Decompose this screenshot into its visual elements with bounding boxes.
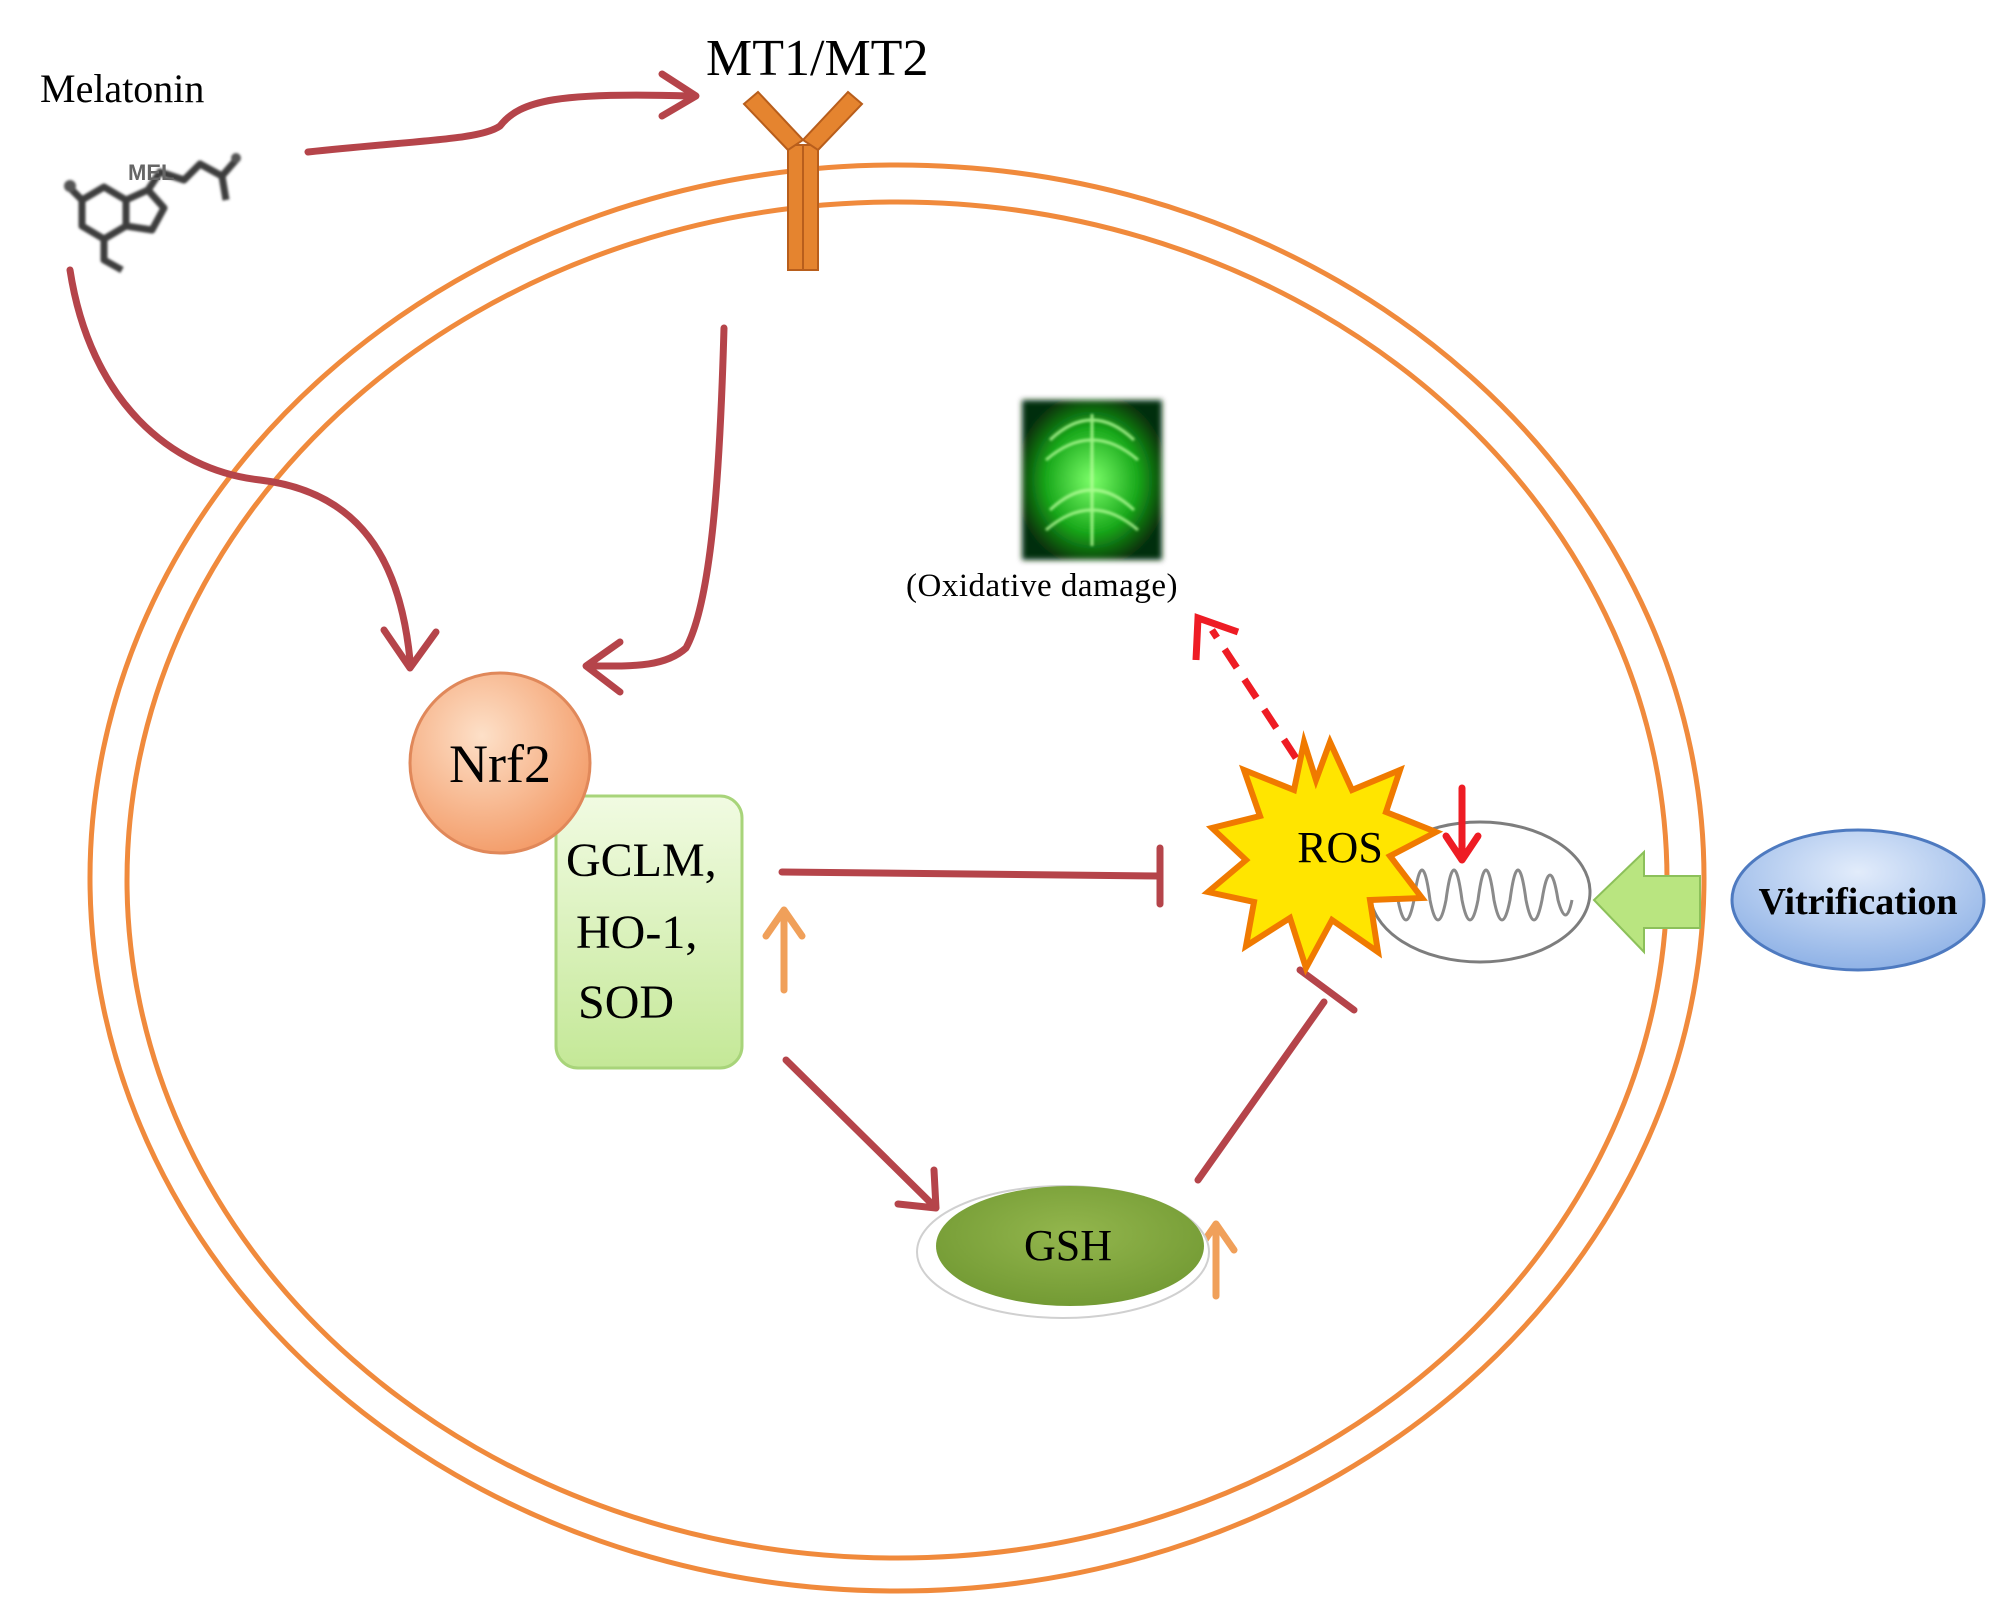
gene-sod-label: SOD [578, 976, 674, 1029]
nrf2-label: Nrf2 [449, 734, 551, 794]
mitochondrion-icon [1368, 820, 1592, 964]
genes-inhibit-ros [778, 844, 1164, 908]
mel-abbreviation: MEL [128, 160, 174, 185]
genes-upregulation-arrow-icon [762, 906, 806, 994]
ros-to-damage-arrow [1192, 613, 1299, 760]
gene-ho1-label: HO-1, [576, 906, 697, 959]
genes-to-gsh-arrow [782, 1056, 940, 1212]
y-shaped-receptor-icon [742, 90, 864, 271]
gene-gclm-label: GCLM, [566, 834, 717, 887]
melatonin-to-nrf2-arrow [66, 266, 440, 672]
melatonin-molecule-icon [64, 153, 241, 274]
spindle-fluorescence-icon [1022, 400, 1162, 560]
melatonin-to-receptor-arrow [304, 70, 700, 156]
vitrification-label: Vitrification [1758, 881, 1957, 923]
vitrification-node [1730, 828, 1986, 972]
ros-burst [1201, 730, 1444, 976]
nrf2-node [408, 671, 592, 855]
vitrification-arrow-icon [1592, 849, 1701, 955]
receptor-to-nrf2-arrow [582, 324, 728, 696]
gsh-inhibit-ros [1194, 966, 1358, 1184]
receptor-label: MT1/MT2 [706, 30, 928, 87]
outer-membrane [87, 162, 1707, 1594]
ros-label: ROS [1297, 823, 1383, 872]
ros-increase-arrow-icon [1442, 784, 1482, 864]
melatonin-label: Melatonin [40, 66, 204, 111]
gsh-node [936, 1186, 1204, 1306]
gsh-label: GSH [1024, 1221, 1112, 1270]
antioxidant-genes-box [554, 794, 744, 1070]
oxidative-damage-label: (Oxidative damage) [906, 568, 1178, 604]
